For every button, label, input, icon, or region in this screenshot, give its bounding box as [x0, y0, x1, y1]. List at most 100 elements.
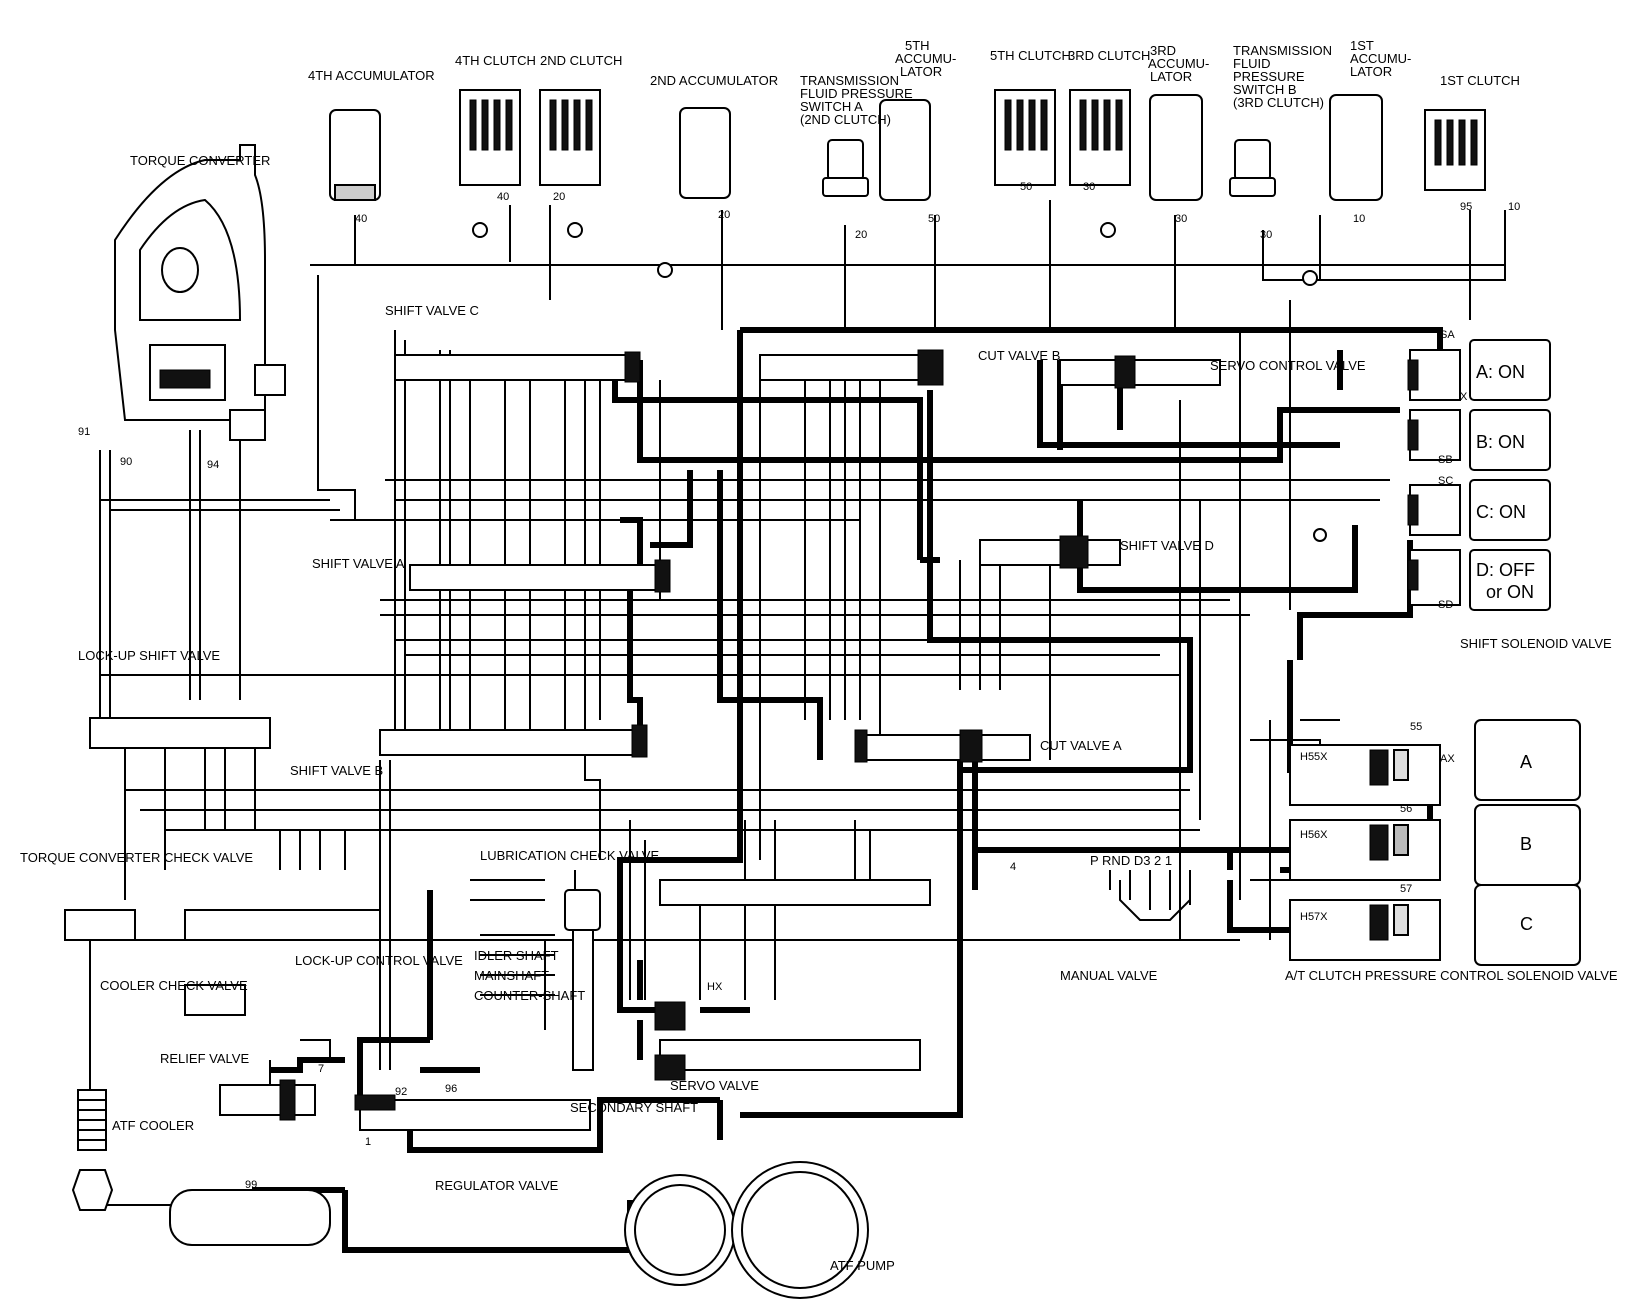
- label-1st-accumulator-l3: LATOR: [1350, 64, 1392, 79]
- label-atf-pump: ATF PUMP: [830, 1258, 895, 1273]
- label-4th-clutch: 4TH CLUTCH: [455, 53, 536, 68]
- atf-strainer-body: [169, 1189, 331, 1246]
- label-5th-accumulator-l1: 5TH: [905, 38, 930, 53]
- shift-valve-a-body: [409, 564, 661, 591]
- cooler-check-valve-body: [184, 984, 246, 1016]
- accumulators: [329, 94, 1383, 201]
- lockup-shift-valve-body: [89, 717, 271, 749]
- port-30-clutch: 30: [1083, 181, 1095, 193]
- solenoid-state-d-line2: or ON: [1486, 582, 1534, 602]
- port-95: 95: [1460, 201, 1472, 213]
- port-99: 99: [245, 1179, 257, 1191]
- pressure-switch-b-body: [1234, 139, 1271, 181]
- label-lockup-shift-valve: LOCK-UP SHIFT VALVE: [78, 648, 220, 663]
- label-tc-check-valve: TORQUE CONVERTER CHECK VALVE: [20, 850, 253, 865]
- label-tfp-switch-b-l2: FLUID: [1233, 56, 1271, 71]
- cut-valve-a-body: [859, 734, 1031, 761]
- torque-converter: [114, 144, 286, 441]
- label-2nd-accumulator: 2ND ACCUMULATOR: [650, 73, 778, 88]
- solenoid-state-a: A: ON: [1476, 362, 1525, 382]
- accumulator-3rd-body: [1149, 94, 1203, 201]
- labels: 4TH ACCUMULATOR TORQUE CONVERTER 4TH CLU…: [20, 38, 1618, 1273]
- label-3rd-accumulator-l1: 3RD: [1150, 43, 1176, 58]
- port-57: 57: [1400, 883, 1412, 895]
- port-sd: SD: [1438, 599, 1453, 611]
- port-7: 7: [318, 1063, 324, 1075]
- pressure-switches: [822, 139, 1276, 197]
- label-tfp-switch-b-l4: SWITCH B: [1233, 82, 1297, 97]
- solenoid-state-box-d: [1469, 549, 1551, 611]
- label-cut-valve-a: CUT VALVE A: [1040, 738, 1122, 753]
- label-1st-accumulator-l2: ACCUMU-: [1350, 51, 1411, 66]
- port-55: 55: [1410, 721, 1422, 733]
- pcsv-box-c: [1474, 884, 1581, 966]
- port-sa: SA: [1440, 329, 1455, 341]
- port-40-acc: 40: [355, 213, 367, 225]
- solenoid-state-d-line1: D: OFF: [1476, 560, 1535, 580]
- label-servo-valve: SERVO VALVE: [670, 1078, 759, 1093]
- accumulator-1st-body: [1329, 94, 1383, 201]
- label-cooler-check-valve: COOLER CHECK VALVE: [100, 978, 248, 993]
- port-4: 4: [1010, 861, 1016, 873]
- port-56: 56: [1400, 803, 1412, 815]
- port-h57x: H57X: [1300, 911, 1328, 923]
- label-torque-converter: TORQUE CONVERTER: [130, 153, 270, 168]
- solenoid-state-box-a: [1469, 339, 1551, 401]
- label-shift-valve-d: SHIFT VALVE D: [1120, 538, 1214, 553]
- port-numbers: 40 40 20 20 20 50 50 30 30 30 10 10 95 9…: [78, 181, 1520, 1191]
- label-idler-shaft: IDLER SHAFT: [474, 948, 559, 963]
- label-servo-control-valve: SERVO CONTROL VALVE: [1210, 358, 1366, 373]
- port-20-switch: 20: [855, 229, 867, 241]
- port-x: X: [1460, 391, 1468, 403]
- label-regulator-valve: REGULATOR VALVE: [435, 1178, 559, 1193]
- label-4th-accumulator: 4TH ACCUMULATOR: [308, 68, 435, 83]
- port-sc: SC: [1438, 475, 1453, 487]
- label-tfp-switch-b-l3: PRESSURE: [1233, 69, 1305, 84]
- port-30-acc: 30: [1175, 213, 1187, 225]
- pcsv-box-a: [1474, 719, 1581, 801]
- label-shift-valve-a: SHIFT VALVE A: [312, 556, 405, 571]
- port-h55x: H55X: [1300, 751, 1328, 763]
- lubrication-check-valve-body: [564, 889, 601, 931]
- label-2nd-clutch: 2ND CLUTCH: [540, 53, 622, 68]
- label-5th-accumulator-l3: LATOR: [900, 64, 942, 79]
- label-tfp-switch-a-l3: SWITCH A: [800, 99, 863, 114]
- regulator-valve-body: [359, 1099, 591, 1131]
- label-lubrication-check-valve: LUBRICATION CHECK VALVE: [480, 848, 659, 863]
- shift-valve-b-body: [379, 729, 641, 756]
- label-tfp-switch-a-l4: (2ND CLUTCH): [800, 112, 891, 127]
- label-tfp-switch-a-l1: TRANSMISSION: [800, 73, 899, 88]
- port-20-clutch: 20: [553, 191, 565, 203]
- port-20-acc: 20: [718, 209, 730, 221]
- pump-and-cooler: [71, 1089, 869, 1299]
- port-40-clutch: 40: [497, 191, 509, 203]
- label-5th-clutch: 5TH CLUTCH: [990, 48, 1071, 63]
- port-94: 94: [207, 459, 219, 471]
- port-50-acc: 50: [928, 213, 940, 225]
- label-3rd-accumulator-l2: ACCUMU-: [1148, 56, 1209, 71]
- label-3rd-clutch: 3RD CLUTCH: [1068, 48, 1150, 63]
- shift-solenoid-valves: [1407, 339, 1551, 611]
- pcsv-label-b: B: [1520, 834, 1532, 854]
- manual-valve-positions: P RND D3 2 1: [1090, 853, 1172, 868]
- solenoid-state-b: B: ON: [1476, 432, 1525, 452]
- port-hx: HX: [707, 981, 723, 993]
- valve-bodies: [64, 349, 1221, 1131]
- label-shift-solenoid-valve: SHIFT SOLENOID VALVE: [1460, 636, 1612, 651]
- pcsv-b-body: [1289, 819, 1441, 881]
- solenoid-state-box-b: [1469, 409, 1551, 471]
- label-at-clutch-pcsv: A/T CLUTCH PRESSURE CONTROL SOLENOID VAL…: [1285, 968, 1618, 983]
- accumulator-2nd-body: [679, 107, 731, 199]
- label-5th-accumulator-l2: ACCUMU-: [895, 51, 956, 66]
- label-countershaft: COUNTER-SHAFT: [474, 988, 585, 1003]
- manual-valve-body: [659, 879, 931, 906]
- port-10-clutch: 10: [1508, 201, 1520, 213]
- lockup-control-valve-body: [184, 909, 381, 941]
- label-manual-valve: MANUAL VALVE: [1060, 968, 1158, 983]
- accumulator-5th-body: [879, 99, 931, 201]
- pcsv-label-c: C: [1520, 914, 1533, 934]
- solenoid-state-c: C: ON: [1476, 502, 1526, 522]
- port-91: 91: [78, 426, 90, 438]
- pcsv-a-body: [1289, 744, 1441, 806]
- label-lockup-control-valve: LOCK-UP CONTROL VALVE: [295, 953, 463, 968]
